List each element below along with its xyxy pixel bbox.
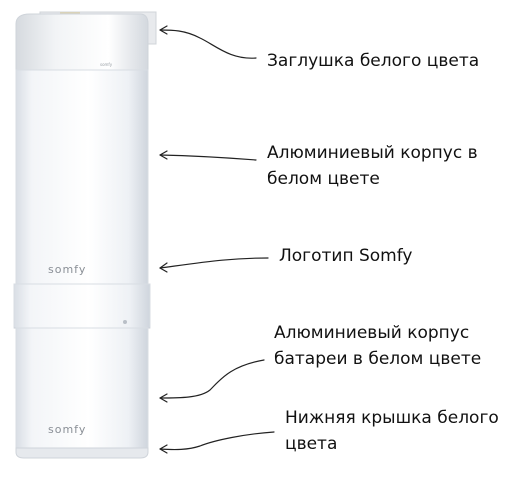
- cap-head: [15, 13, 149, 71]
- callout-body-line-2: белом цвете: [267, 169, 380, 189]
- arrow-logo: [159, 257, 269, 269]
- arrow-battery: [159, 359, 265, 399]
- callout-cap: Заглушка белого цвета: [267, 48, 479, 74]
- callout-body-line-1: Алюминиевый корпус в: [267, 143, 478, 163]
- arrowhead-cap: [159, 25, 168, 35]
- callout-battery: Алюминиевый корпус батареи в белом цвете: [274, 320, 481, 372]
- logo-lower: somfy: [48, 423, 86, 436]
- bottom-cap: [15, 447, 149, 459]
- callout-bottom: Нижняя крышка белого цвета: [285, 405, 499, 457]
- arrowhead-body: [159, 150, 168, 160]
- battery-body: [15, 327, 149, 449]
- joint-ring: [13, 283, 151, 329]
- callout-logo: Логотип Somfy: [279, 243, 413, 269]
- arrowhead-battery: [159, 393, 168, 403]
- arrowhead-bottom: [159, 444, 168, 454]
- callout-bottom-line-2: цвета: [285, 434, 338, 454]
- callout-battery-line-2: батареи в белом цвете: [274, 349, 482, 369]
- callout-bottom-line-1: Нижняя крышка белого: [285, 408, 499, 428]
- callout-body: Алюминиевый корпус в белом цвете: [267, 140, 478, 192]
- callout-battery-line-1: Алюминиевый корпус: [274, 323, 470, 343]
- arrowhead-logo: [159, 262, 168, 273]
- top-cap: somfy: [15, 11, 157, 71]
- arrow-cap: [159, 29, 257, 59]
- callout-logo-line-1: Логотип Somfy: [279, 246, 413, 266]
- cap-print: somfy: [100, 62, 113, 67]
- callout-cap-line-1: Заглушка белого цвета: [267, 51, 480, 71]
- joint-screw: [123, 320, 127, 324]
- logo-upper: somfy: [48, 263, 86, 276]
- motor-body: [15, 69, 149, 286]
- arrow-bottom: [159, 431, 275, 451]
- arrow-body: [159, 154, 257, 161]
